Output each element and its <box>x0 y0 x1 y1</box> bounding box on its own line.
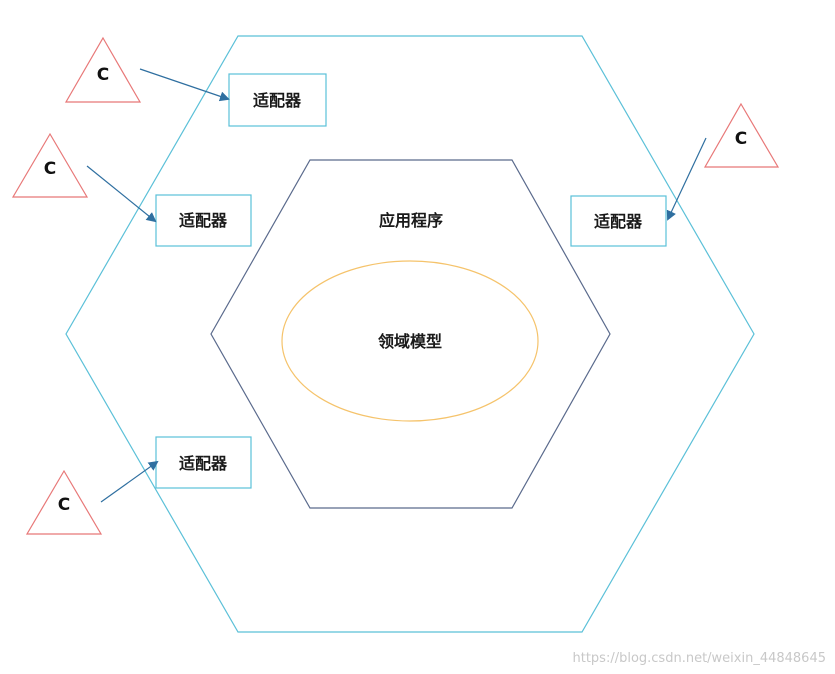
adapter-box-top: 适配器 <box>228 73 327 127</box>
client-triangle-3: C <box>703 102 780 168</box>
application-label: 应用程序 <box>379 211 443 230</box>
adapter-box-bottom-left: 适配器 <box>155 436 252 489</box>
arrow-client3-to-adapter <box>666 137 707 221</box>
client-triangle-2: C <box>11 132 89 198</box>
arrow-client4-to-adapter <box>100 460 159 503</box>
client-label: C <box>735 129 747 149</box>
adapter-label: 适配器 <box>179 454 228 473</box>
client-label: C <box>97 65 109 85</box>
adapter-label: 适配器 <box>179 211 228 230</box>
watermark-text: https://blog.csdn.net/weixin_44848645 <box>572 651 826 666</box>
adapter-box-right: 适配器 <box>570 195 667 247</box>
client-label: C <box>44 159 56 179</box>
client-triangle-4: C <box>25 469 103 535</box>
outer-hexagon <box>65 35 755 633</box>
client-label: C <box>58 495 70 515</box>
client-triangle-1: C <box>64 36 142 103</box>
domain-model-label: 领域模型 <box>378 332 442 351</box>
adapter-label: 适配器 <box>594 212 643 231</box>
arrow-client1-to-adapter <box>139 68 230 102</box>
domain-model-ellipse <box>281 260 539 422</box>
adapter-label: 适配器 <box>253 91 302 110</box>
adapter-box-left: 适配器 <box>155 194 252 247</box>
inner-hexagon <box>210 159 611 509</box>
arrow-client2-to-adapter <box>86 165 157 223</box>
